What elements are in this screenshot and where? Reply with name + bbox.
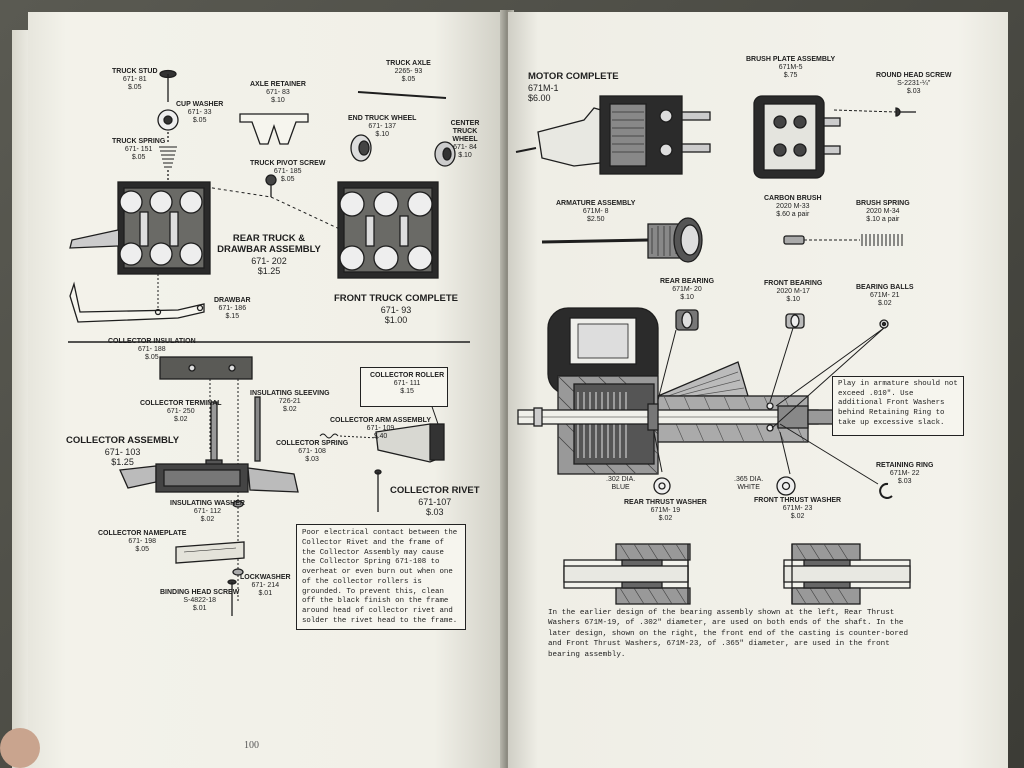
label-truck-spring: TRUCK SPRING 671- 151 $.05 — [112, 138, 166, 162]
cup-washer-drawing — [157, 109, 179, 131]
right-page: MOTOR COMPLETE 671M-1 $6.00 BRUSH PLATE … — [508, 12, 1008, 768]
later-design-drawing — [783, 543, 911, 605]
front-truck-drawing — [337, 181, 439, 279]
rear-bearing-drawing — [675, 309, 699, 331]
armature-play-note: Play in armature should not exceed .010"… — [832, 376, 964, 436]
collector-nameplate-drawing — [175, 541, 245, 564]
label-binding-head-screw: BINDING HEAD SCREW S-4822-18 $.01 — [160, 589, 240, 613]
label-collector-nameplate: COLLECTOR NAMEPLATE 671- 198 $.05 — [98, 530, 187, 554]
label-brush-plate-assembly: BRUSH PLATE ASSEMBLY 671M-5 $.75 — [746, 56, 836, 80]
insulating-sleeving-drawing — [254, 396, 261, 462]
drawbar-drawing — [69, 281, 205, 323]
label-dia-365: .365 DIA. WHITE — [734, 476, 764, 492]
label-front-thrust-washer: FRONT THRUST WASHER 671M- 23 $.02 — [754, 497, 842, 521]
label-rear-truck-drawbar: REAR TRUCK & DRAWBAR ASSEMBLY 671- 202 $… — [217, 233, 321, 277]
left-page-illustrations — [68, 69, 470, 616]
collector-insulation-drawing — [159, 356, 253, 380]
book-page-edges — [12, 30, 30, 768]
label-center-truck-wheel: CENTER TRUCK WHEEL 671- 84 $.10 — [450, 120, 480, 160]
truck-stud-drawing — [159, 69, 177, 102]
label-collector-insulation: COLLECTOR INSULATION 671- 188 $.05 — [108, 338, 196, 362]
label-armature-assembly: ARMATURE ASSEMBLY 671M- 8 $2.50 — [556, 200, 636, 224]
label-rear-bearing: REAR BEARING 671M- 20 $.10 — [660, 278, 715, 302]
label-end-truck-wheel: END TRUCK WHEEL 671- 137 $.10 — [348, 115, 417, 139]
label-rear-thrust-washer: REAR THRUST WASHER 671M- 19 $.02 — [624, 499, 707, 523]
truck-axle-drawing — [357, 91, 447, 99]
collector-assembly-drawing — [119, 463, 299, 493]
truck-pivot-screw-drawing — [265, 174, 277, 197]
retaining-ring-drawing — [879, 482, 893, 499]
label-bearing-balls: BEARING BALLS 671M- 21 $.02 — [856, 284, 914, 308]
label-collector-terminal: COLLECTOR TERMINAL 671- 250 $.02 — [140, 400, 222, 424]
bearing-cross-section-drawing — [517, 307, 839, 475]
label-collector-arm-assembly: COLLECTOR ARM ASSEMBLY 671- 109 $.40 — [330, 417, 431, 441]
left-page: TRUCK STUD 671- 81 $.05 CUP WASHER 671- … — [28, 12, 506, 768]
label-carbon-brush: CARBON BRUSH 2020 M-33 $.60 a pair — [764, 195, 822, 219]
front-thrust-washer-drawing — [776, 476, 796, 496]
collector-contact-note: Poor electrical contact between the Coll… — [296, 524, 466, 630]
round-head-screw-drawing — [895, 107, 916, 117]
rear-thrust-washer-drawing — [653, 477, 671, 495]
page-number-left: 100 — [244, 740, 259, 751]
brush-plate-drawing — [753, 95, 841, 179]
axle-retainer-drawing — [239, 113, 309, 145]
rear-truck-drawing — [69, 181, 211, 275]
label-retaining-ring: RETAINING RING 671M- 22 $.03 — [876, 462, 934, 486]
end-truck-wheel-drawing — [350, 134, 372, 162]
front-bearing-drawing — [785, 313, 805, 329]
armature-drawing — [541, 217, 703, 263]
label-front-truck-complete: FRONT TRUCK COMPLETE 671- 93 $1.00 — [334, 293, 459, 326]
motor-complete-drawing — [515, 95, 711, 175]
bearing-balls-drawing — [879, 319, 889, 329]
right-page-illustrations — [515, 95, 916, 605]
binding-head-screw-drawing — [227, 579, 237, 616]
label-collector-roller: COLLECTOR ROLLER 671- 111 $.15 — [370, 372, 445, 396]
label-insulating-sleeving: INSULATING SLEEVING 726-21 $.02 — [250, 390, 330, 414]
collector-arm-drawing — [375, 423, 445, 463]
thumb — [0, 728, 40, 768]
label-round-head-screw: ROUND HEAD SCREW S-2231-¼" $.03 — [876, 72, 952, 96]
label-lockwasher: LOCKWASHER 671- 214 $.01 — [240, 574, 291, 598]
label-insulating-washer: INSULATING WASHER 671- 112 $.02 — [170, 500, 245, 524]
label-dia-302: .302 DIA. BLUE — [606, 476, 636, 492]
label-brush-spring: BRUSH SPRING 2020 M-34 $.10 a pair — [856, 200, 910, 224]
lockwasher-drawing — [232, 568, 244, 576]
label-collector-spring: COLLECTOR SPRING 671- 108 $.03 — [276, 440, 349, 464]
label-collector-assembly: COLLECTOR ASSEMBLY 671- 103 $1.25 — [66, 435, 180, 468]
carbon-brush-drawing — [783, 235, 805, 245]
center-truck-wheel-drawing — [434, 141, 456, 167]
label-collector-rivet: COLLECTOR RIVET 671-107 $.03 — [390, 485, 480, 518]
label-truck-stud: TRUCK STUD 671- 81 $.05 — [112, 68, 158, 92]
insulating-washer-drawing — [232, 500, 244, 508]
brush-spring-drawing — [861, 234, 903, 246]
truck-spring-drawing — [159, 146, 177, 168]
label-motor-complete: MOTOR COMPLETE 671M-1 $6.00 — [528, 71, 619, 104]
label-axle-retainer: AXLE RETAINER 671- 83 $.10 — [250, 81, 306, 105]
label-truck-axle: TRUCK AXLE 2265- 93 $.05 — [386, 60, 431, 84]
collector-roller-box — [360, 367, 448, 407]
earlier-design-drawing — [563, 543, 691, 605]
label-truck-pivot-screw: TRUCK PIVOT SCREW 671- 185 $.05 — [250, 160, 326, 184]
label-drawbar: DRAWBAR 671- 186 $.15 — [214, 297, 251, 321]
label-front-bearing: FRONT BEARING 2020 M-17 $.10 — [764, 280, 823, 304]
label-cup-washer: CUP WASHER 671- 33 $.05 — [176, 101, 224, 125]
collector-spring-drawing — [319, 433, 339, 439]
collector-rivet-drawing — [374, 469, 382, 512]
bearing-design-note: In the earlier design of the bearing ass… — [548, 609, 909, 659]
